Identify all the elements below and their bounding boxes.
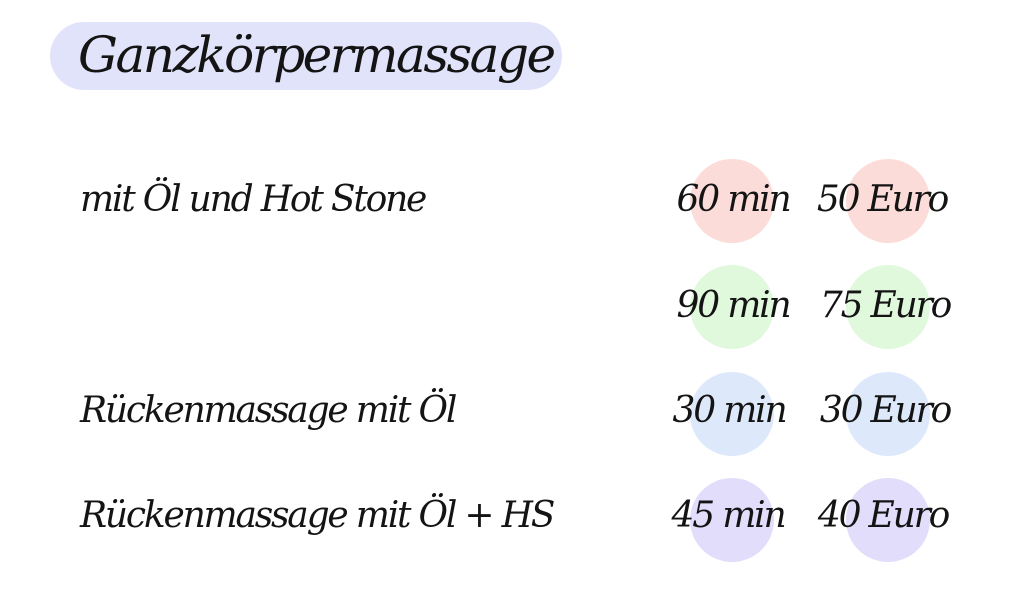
price-1: 50 Euro [816,179,949,220]
service-name-4: Rückenmassage mit Öl + HS [80,495,555,536]
price-circle-1 [846,159,930,243]
duration-circle-1 [690,159,774,243]
duration-2: 90 min [676,285,792,326]
title-pill [50,22,562,90]
duration-1: 60 min [676,179,792,220]
price-2: 75 Euro [819,285,952,326]
service-name-3: Rückenmassage mit Öl [80,390,457,431]
duration-circle-2 [690,265,774,349]
duration-3: 30 min [672,390,788,431]
service-name-1: mit Öl und Hot Stone [80,179,427,220]
price-circle-3 [846,372,930,456]
price-4: 40 Euro [817,495,950,536]
duration-circle-3 [690,372,774,456]
duration-4: 45 min [671,495,787,536]
price-circle-4 [846,478,930,562]
duration-circle-4 [690,478,774,562]
price-circle-2 [846,265,930,349]
price-3: 30 Euro [819,390,952,431]
page-title: Ganzkörpermassage [78,26,556,84]
